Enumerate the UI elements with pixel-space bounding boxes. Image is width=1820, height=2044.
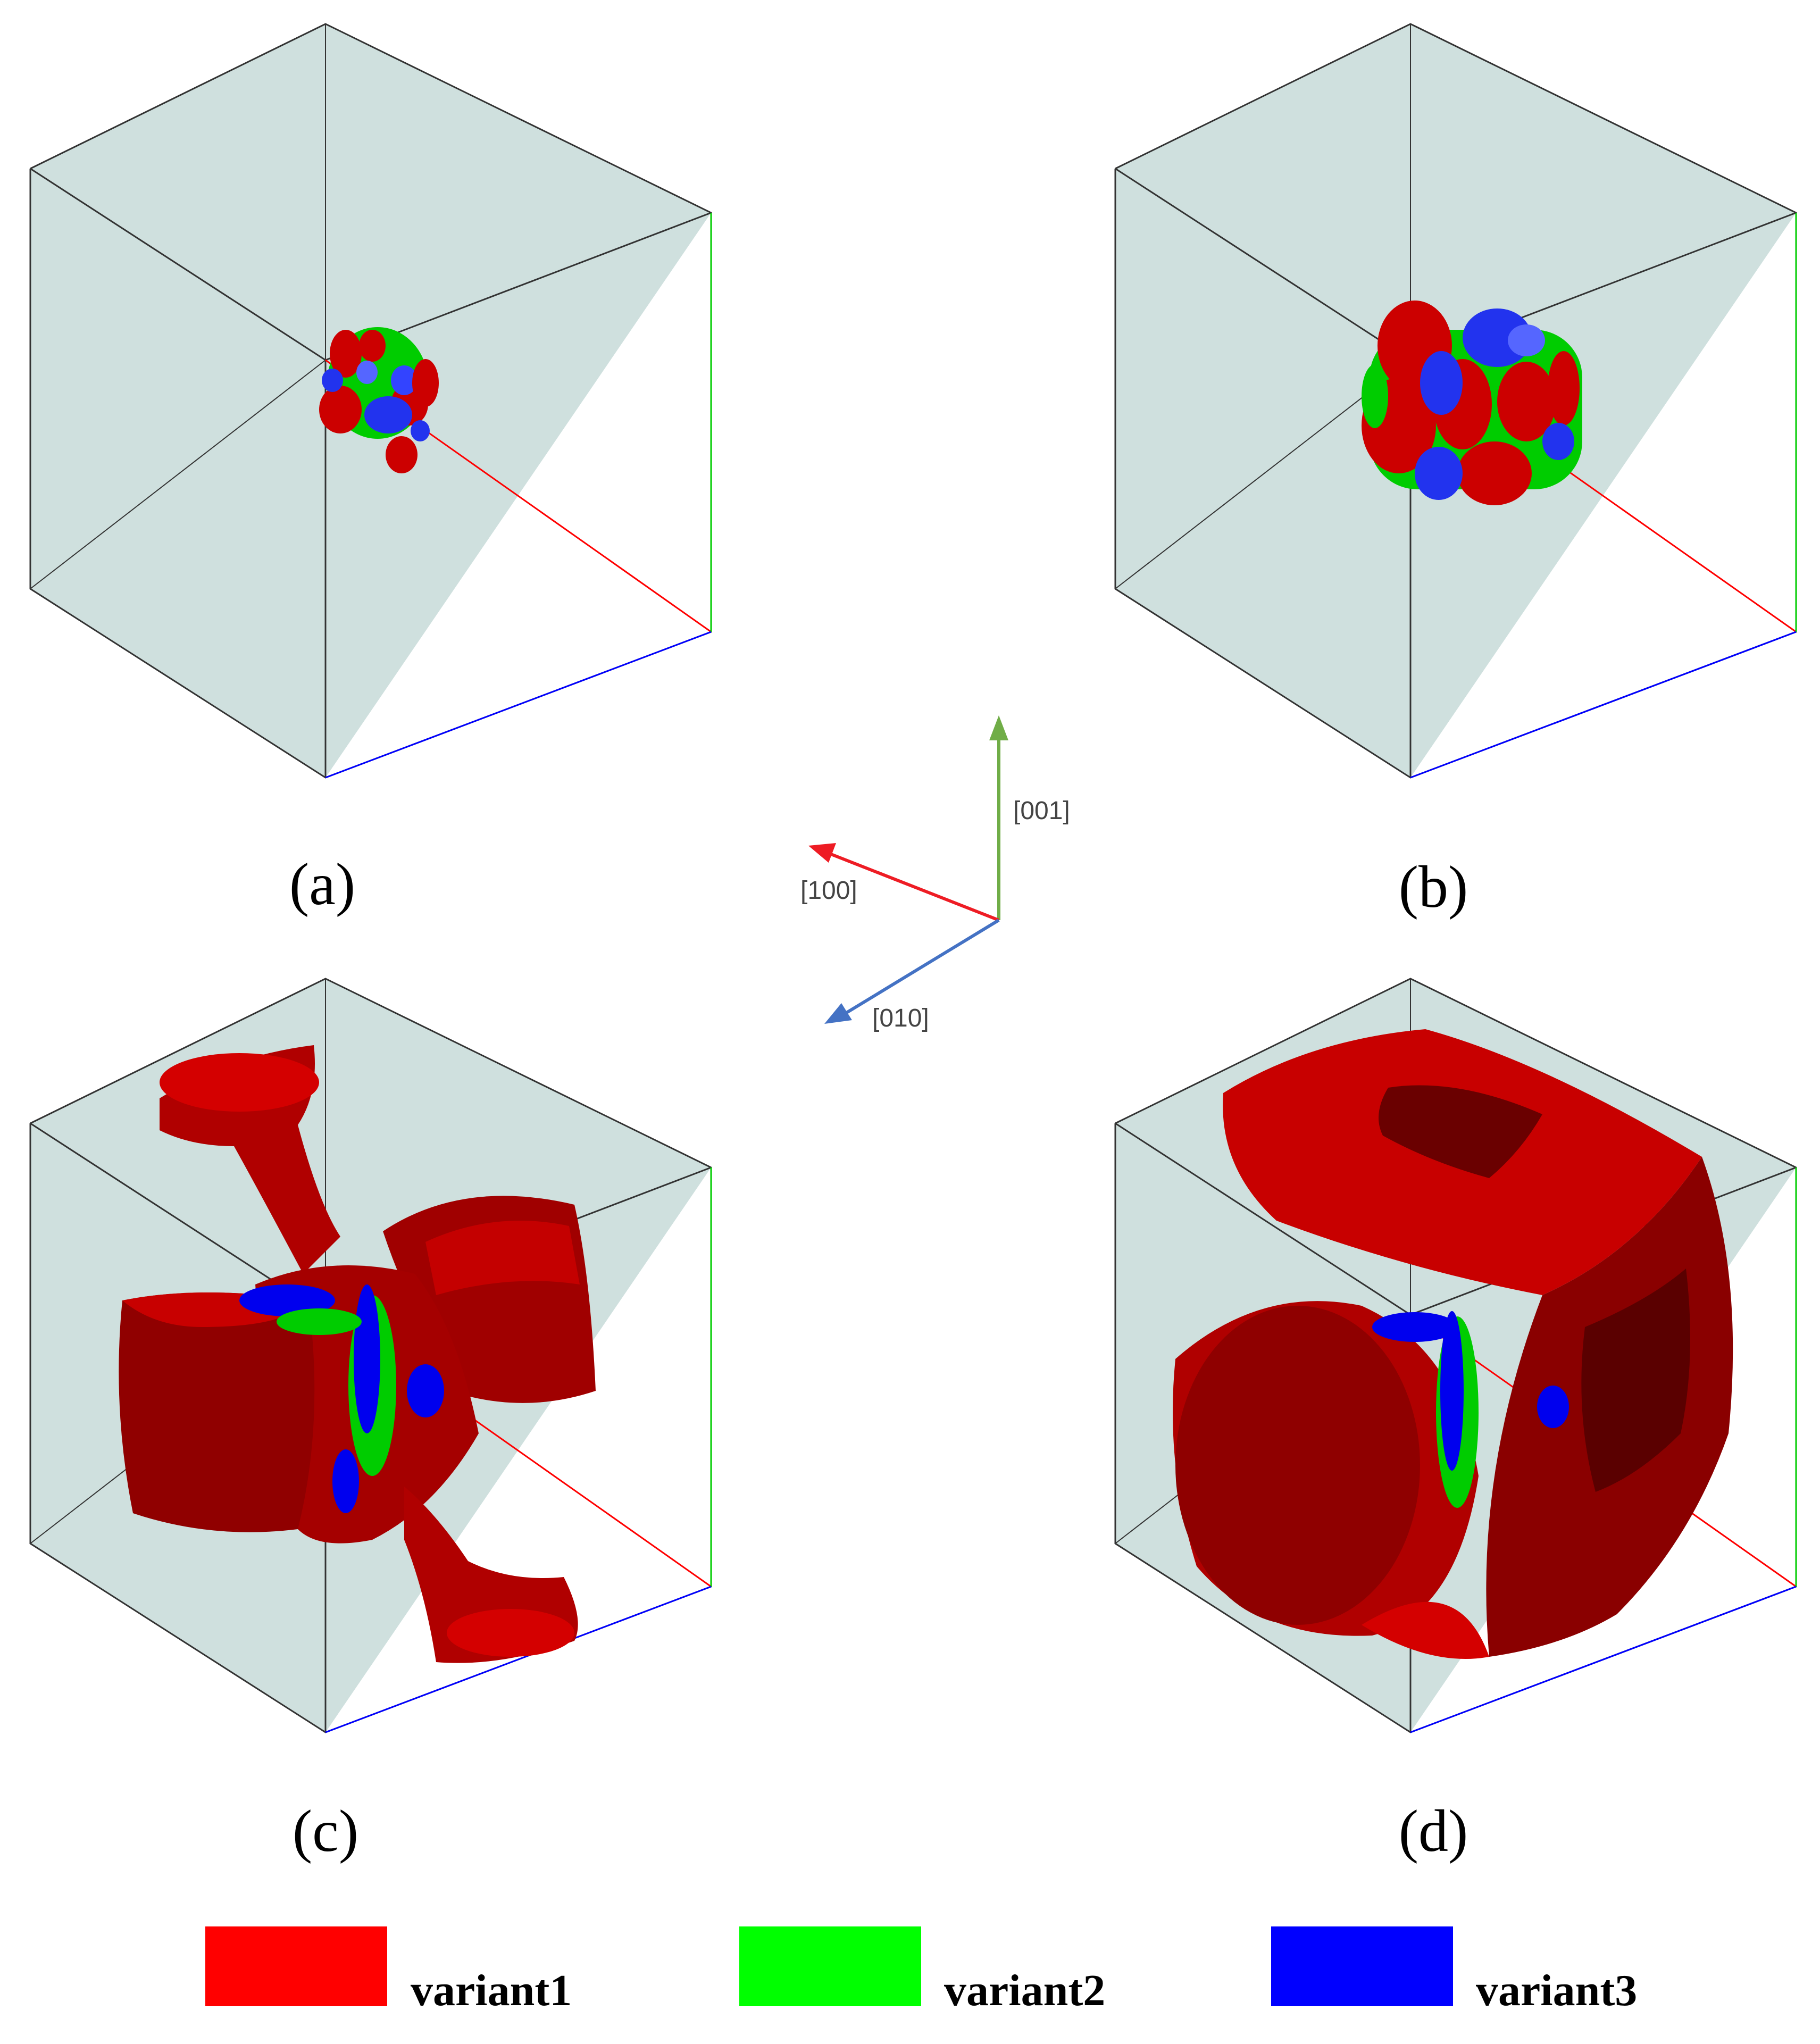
axis-001-arrowhead [989,715,1008,740]
axis-label-010: [010] [872,1004,929,1032]
panel-label-d: (d) [1399,1798,1468,1864]
precipitate-cluster-b [1362,301,1582,505]
panel-c [29,978,712,1733]
legend: variant1 variant2 variant3 [205,1926,1637,2015]
axis-label-001: [001] [1013,797,1070,825]
axis-010-arrowhead [824,1003,852,1024]
axes-triad: [001] [100] [010] [800,715,1070,1032]
panel-label-b: (b) [1399,854,1468,920]
axis-100-arrow [829,852,1000,922]
precipitate-structure-c [119,1045,596,1663]
axis-label-100: [100] [800,877,857,905]
axis-010-arrow [845,919,1000,1015]
panel-a [29,23,712,779]
precipitate-cluster-a [319,327,439,473]
panel-label-c: (c) [293,1798,358,1864]
panel-label-a: (a) [289,852,355,917]
legend-label-variant2: variant2 [944,1966,1105,2015]
legend-label-variant3: variant3 [1476,1966,1637,2015]
legend-label-variant1: variant1 [411,1966,572,2015]
legend-swatch-variant1 [205,1926,387,2006]
axis-100-arrowhead [808,843,836,863]
panel-b [1114,23,1797,779]
panel-d [1114,978,1797,1733]
precipitate-structure-d [1173,1029,1733,1659]
legend-swatch-variant3 [1271,1926,1453,2006]
legend-swatch-variant2 [739,1926,921,2006]
